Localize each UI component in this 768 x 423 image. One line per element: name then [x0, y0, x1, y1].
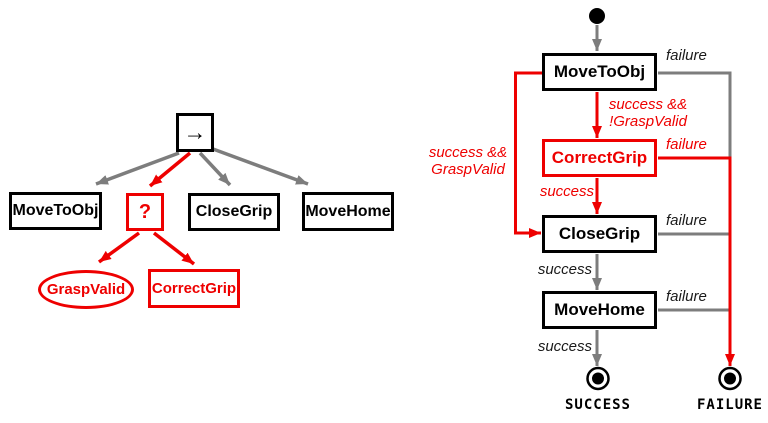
label-success-closegrip: success	[537, 261, 592, 278]
label-graspvalid-line: GraspValid	[431, 161, 505, 178]
bt-edge-root-movetoobj	[95, 151, 180, 186]
label-failure-correctgrip: failure	[666, 136, 707, 153]
bt-edge-fallback-graspvalid	[97, 231, 141, 264]
label-success-graspvalid: success && GraspValid	[422, 144, 514, 178]
sm-state-movehome: MoveHome	[542, 291, 657, 329]
bt-edge-root-movehome	[212, 147, 309, 186]
sequence-arrow-icon: →	[183, 119, 207, 145]
bt-fallback-node: ?	[126, 193, 164, 231]
sm-edge-movetoobj-failure	[658, 71, 732, 158]
bt-edge-root-closegrip	[198, 151, 232, 187]
bt-root-sequence-node: →	[176, 113, 214, 152]
label-failure-movehome: failure	[666, 288, 707, 305]
label-success-and-line: success &&	[608, 96, 688, 113]
initial-state-dot	[589, 8, 605, 24]
label-failure-movetoobj: failure	[666, 47, 707, 64]
success-final-state-inner-dot	[592, 372, 604, 385]
bt-condition-graspvalid: GraspValid	[38, 270, 134, 309]
bt-edge-fallback-correctgrip	[152, 231, 196, 266]
sm-state-movetoobj: MoveToObj	[542, 53, 657, 91]
bt-node-closegrip: CloseGrip	[188, 193, 280, 231]
sm-edge-movetoobj-closegrip-shortcut	[514, 71, 542, 238]
fallback-question-icon: ?	[138, 200, 152, 223]
label-success-and-line: success &&	[428, 144, 508, 161]
bt-node-movetoobj: MoveToObj	[9, 192, 102, 230]
label-success-correctgrip: success	[539, 183, 594, 200]
label-failure-terminal: FAILURE	[696, 397, 763, 413]
sm-state-correctgrip: CorrectGrip	[542, 139, 657, 177]
label-not-graspvalid-line: !GraspValid	[609, 113, 687, 130]
label-failure-closegrip: failure	[666, 212, 707, 229]
label-success-terminal: SUCCESS	[564, 397, 631, 413]
sm-state-closegrip: CloseGrip	[542, 215, 657, 253]
failure-final-state-inner-dot	[724, 372, 736, 385]
bt-edge-root-fallback	[148, 151, 192, 188]
sm-edge-correctgrip-failure-to-failure-state	[658, 156, 735, 366]
label-success-movehome: success	[537, 338, 592, 355]
bt-node-movehome: MoveHome	[302, 192, 394, 231]
label-success-not-graspvalid: success && !GraspValid	[600, 96, 696, 130]
bt-node-correctgrip: CorrectGrip	[148, 269, 240, 308]
